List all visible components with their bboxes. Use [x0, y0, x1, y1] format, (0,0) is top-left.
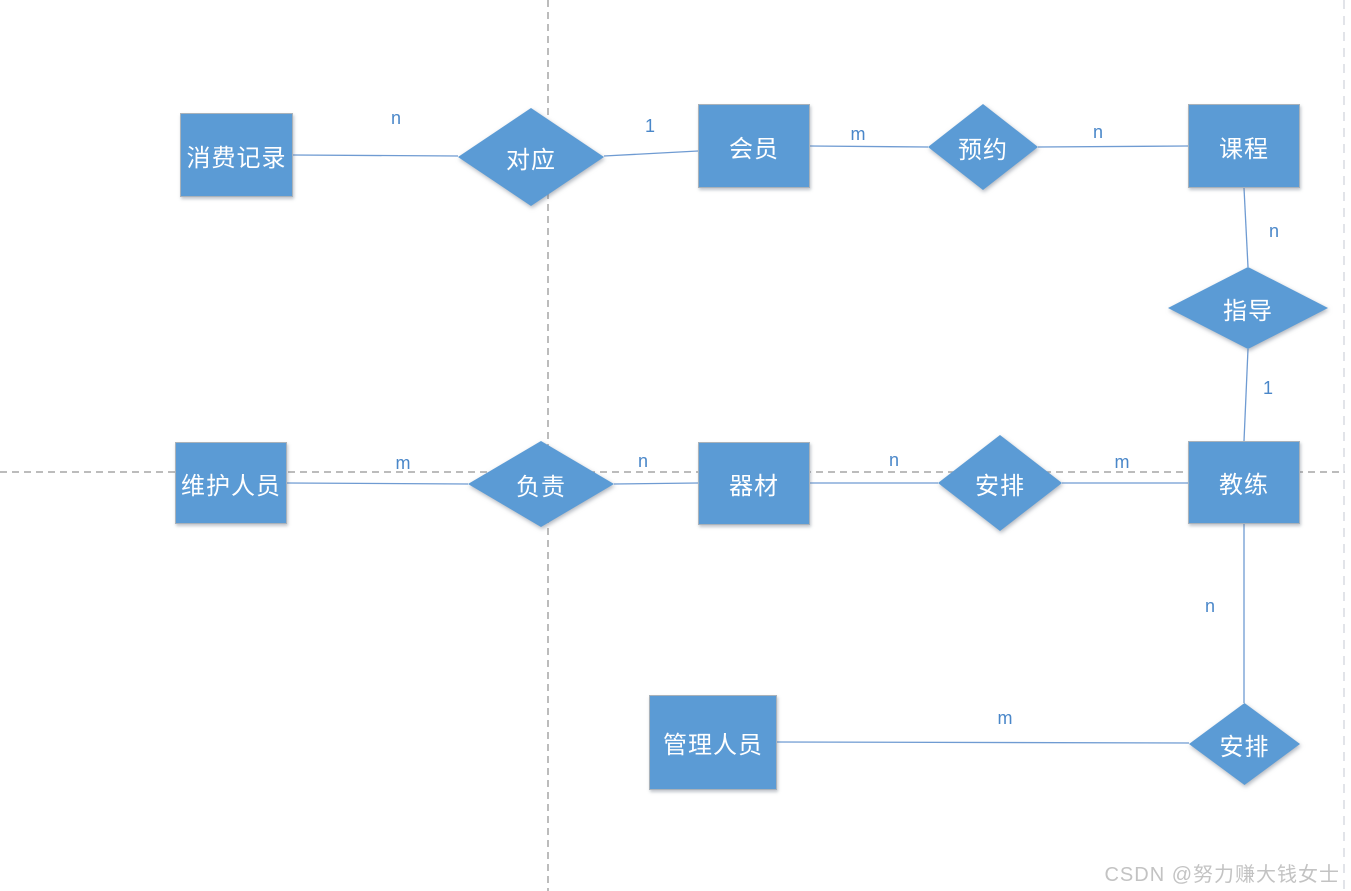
entity-course: 课程	[1188, 104, 1300, 188]
relationship-label: 安排	[1219, 733, 1270, 761]
entity-label: 管理人员	[663, 732, 763, 759]
cardinality-label: 1	[644, 116, 656, 136]
relationship-arrange-equipment: 安排	[938, 435, 1062, 531]
diamond-shape	[1168, 267, 1328, 349]
entity-member: 会员	[698, 104, 810, 188]
connector-guide-coach	[1243, 348, 1249, 442]
connector-responsible-equipment	[613, 482, 699, 485]
relationship-label: 预约	[958, 136, 1008, 164]
relationship-guide: 指导	[1168, 267, 1328, 349]
connector-course-guide	[1243, 187, 1249, 268]
relationship-label: 安排	[975, 472, 1025, 500]
relationship-label: 对应	[506, 146, 556, 174]
relationship-reserve: 预约	[928, 104, 1038, 190]
entity-admin-staff: 管理人员	[649, 695, 777, 790]
entity-label: 消费记录	[186, 144, 287, 172]
connector-consumption-correspond	[292, 154, 459, 157]
cardinality-label: m	[1114, 452, 1130, 472]
connector-admin-arrange2	[776, 741, 1190, 744]
diamond-shape	[468, 441, 614, 527]
cardinality-label: n	[888, 450, 900, 470]
entity-label: 课程	[1219, 135, 1269, 163]
cardinality-label: n	[1092, 122, 1104, 142]
relationship-label: 指导	[1223, 297, 1273, 325]
connector-reserve-course	[1037, 145, 1189, 148]
connector-maintenance-responsible	[286, 482, 469, 485]
diamond-shape	[928, 104, 1038, 190]
entity-coach: 教练	[1188, 441, 1300, 524]
entity-label: 器材	[729, 473, 779, 500]
cardinality-label: m	[997, 708, 1013, 728]
entity-consumption-record: 消费记录	[180, 113, 293, 197]
connector-member-reserve	[809, 145, 929, 148]
cardinality-label: n	[1268, 221, 1280, 241]
relationship-correspond: 对应	[458, 108, 604, 206]
cardinality-label: n	[390, 108, 402, 128]
cardinality-label: n	[637, 451, 649, 471]
cardinality-label: m	[850, 124, 866, 144]
diamond-shape	[938, 435, 1062, 531]
watermark: CSDN @努力赚大钱女士	[1104, 864, 1340, 886]
entity-label: 会员	[729, 135, 779, 163]
relationship-arrange-admin: 安排	[1189, 703, 1300, 785]
connector-correspond-member	[603, 150, 699, 157]
entity-equipment: 器材	[698, 442, 810, 525]
relationship-label: 负责	[516, 473, 566, 501]
diamond-shape	[1189, 703, 1300, 785]
cardinality-label: 1	[1262, 378, 1274, 398]
cardinality-label: m	[395, 453, 411, 473]
entity-label: 维护人员	[181, 472, 281, 500]
diamond-shape	[458, 108, 604, 206]
entity-maintenance-staff: 维护人员	[175, 442, 287, 524]
cardinality-label: n	[1204, 596, 1216, 616]
relationship-responsible: 负责	[468, 441, 614, 527]
entity-label: 教练	[1219, 472, 1269, 499]
